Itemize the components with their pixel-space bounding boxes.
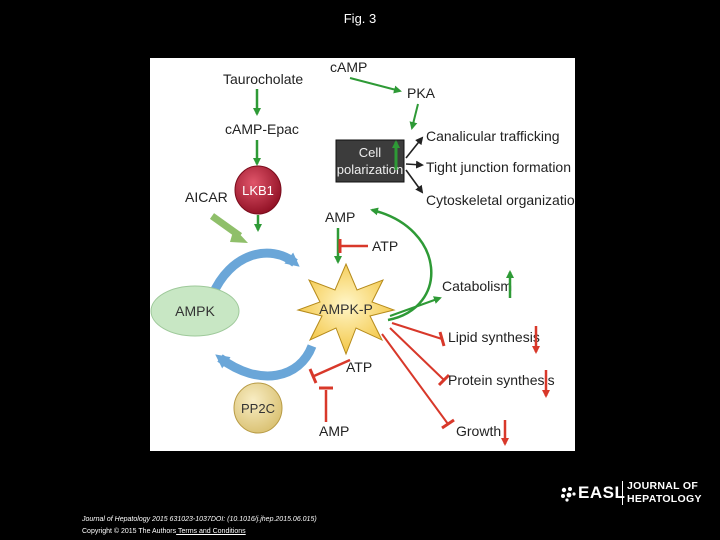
taurocholate-label: Taurocholate <box>223 71 303 87</box>
aicar-arrowhead <box>230 228 248 243</box>
pp2c-node <box>233 382 283 434</box>
arrow-pka-to-targets <box>409 103 419 130</box>
camp-epac-label: cAMP-Epac <box>225 121 299 137</box>
cell-polarization-line2: polarization <box>337 162 404 177</box>
amp-bottom-label: AMP <box>319 423 349 439</box>
arrow-to-catabolism <box>389 296 442 317</box>
inhibit-lipid-bar <box>438 331 446 347</box>
inhibit-protein-bar <box>437 373 451 387</box>
canalicular-label: Canalicular trafficking <box>426 128 560 144</box>
cycle-arrow-top <box>207 248 300 298</box>
arrow-to-tight-junction <box>405 160 424 169</box>
citation-copyright: Copyright © 2015 The Authors Terms and C… <box>82 526 317 538</box>
slide-title: Fig. 3 <box>343 11 377 26</box>
inhibit-atp-bottom <box>313 358 351 378</box>
citation: Journal of Hepatology 2015 631023-1037DO… <box>82 514 317 538</box>
ampk-p-label: AMPK-P <box>319 301 373 317</box>
cell-polarization-line1: Cell <box>359 145 382 160</box>
inhibit-growth-bar <box>441 418 455 430</box>
catabolism-label: Catabolism <box>442 278 512 294</box>
easl-wordmark: EASL <box>578 483 626 502</box>
pathway-diagram: Taurocholate cAMP-Epac AICAR LKB1 cAMP P… <box>150 59 575 446</box>
arrow-camp-to-pka <box>349 77 402 94</box>
ampk-p-node <box>296 262 396 356</box>
journal-name: JOURNAL OF HEPATOLOGY <box>627 480 702 506</box>
atp-top-label: ATP <box>372 238 398 254</box>
growth-label: Growth <box>456 423 501 439</box>
journal-name-line2: HEPATOLOGY <box>627 493 702 505</box>
ampk-node <box>150 285 240 337</box>
aicar-label: AICAR <box>185 189 228 205</box>
cell-polarization-box <box>335 139 405 183</box>
arrow-ampk-p-to-polarization <box>370 207 433 322</box>
inhibit-atp-bottom-bar <box>308 368 318 384</box>
arrow-to-cytoskeletal <box>405 169 424 194</box>
copyright-text: Copyright © 2015 The Authors <box>82 528 177 535</box>
arrow-to-canalicular <box>405 136 424 159</box>
logo-divider <box>622 481 623 505</box>
citation-reference: Journal of Hepatology 2015 631023-1037DO… <box>82 516 317 523</box>
ampk-label: AMPK <box>175 303 215 319</box>
pp2c-label: PP2C <box>241 401 275 416</box>
cycle-arrow-bottom <box>215 344 317 381</box>
inhibit-lipid <box>391 322 443 340</box>
protein-synthesis-label: Protein synthesis <box>448 372 555 388</box>
tight-junction-label: Tight junction formation <box>426 159 571 175</box>
journal-name-line1: JOURNAL OF <box>627 480 699 492</box>
amp-top-label: AMP <box>325 209 355 225</box>
lkb1-node <box>234 165 282 215</box>
journal-logo: EASL JOURNAL OF HEPATOLOGY <box>560 478 712 508</box>
camp-label: cAMP <box>330 59 367 75</box>
inhibit-protein <box>389 327 445 381</box>
lkb1-label: LKB1 <box>242 183 274 198</box>
cytoskeletal-label: Cytoskeletal organization <box>426 192 575 208</box>
inhibit-growth <box>381 333 449 425</box>
easl-dots-icon <box>561 487 576 502</box>
atp-bottom-label: ATP <box>346 359 372 375</box>
terms-link[interactable]: Terms and Conditions <box>176 528 246 535</box>
pathway-figure: Taurocholate cAMP-Epac AICAR LKB1 cAMP P… <box>150 58 575 451</box>
pka-label: PKA <box>407 85 436 101</box>
lipid-synthesis-label: Lipid synthesis <box>448 329 540 345</box>
